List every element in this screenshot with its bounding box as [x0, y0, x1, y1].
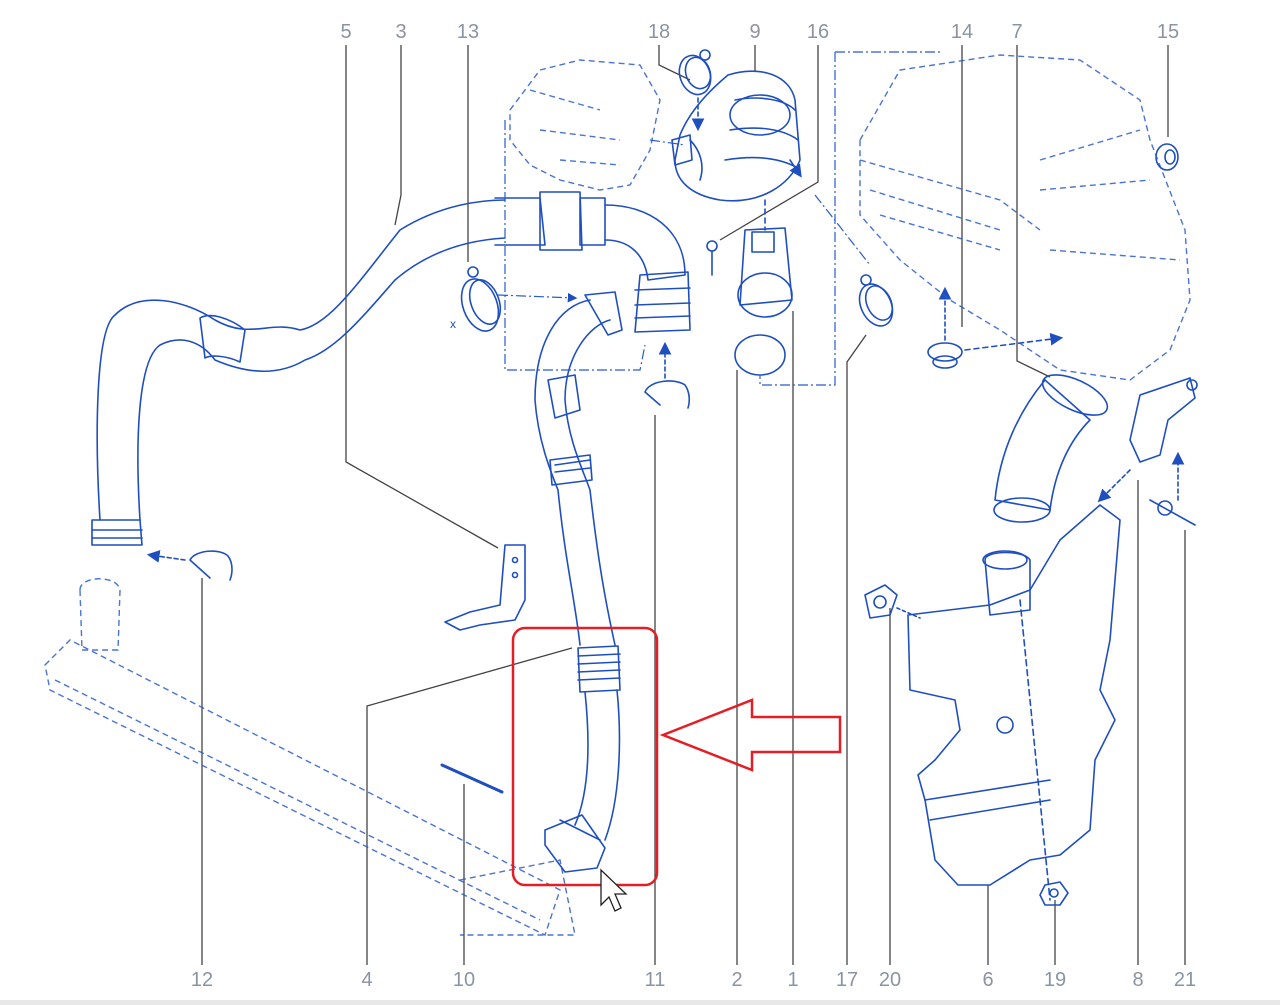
phantom-air-filter-upper — [859, 54, 1191, 381]
callout-label-20[interactable]: 20 — [878, 969, 902, 991]
highlight-box — [511, 626, 659, 887]
callout-label-17[interactable]: 17 — [835, 969, 859, 991]
part-8-bracket[interactable] — [1097, 377, 1198, 503]
part-7-inlet-duct[interactable] — [993, 367, 1113, 523]
callout-label-1[interactable]: 1 — [787, 969, 799, 991]
callout-label-16[interactable]: 16 — [806, 21, 830, 43]
connection-lines — [497, 51, 940, 386]
part-9-bellows-hose[interactable] — [671, 70, 802, 202]
part-5-bracket[interactable] — [444, 544, 526, 631]
part-10-wire[interactable] — [440, 763, 504, 794]
callout-label-21[interactable]: 21 — [1173, 969, 1197, 991]
part-15-rubber-mount[interactable] — [1155, 143, 1179, 171]
callout-label-19[interactable]: 19 — [1043, 969, 1067, 991]
callout-label-14[interactable]: 14 — [950, 21, 974, 43]
callout-label-4[interactable]: 4 — [361, 969, 373, 991]
part-14-grommet[interactable] — [927, 286, 1064, 369]
callout-label-13[interactable]: 13 — [456, 21, 480, 43]
callout-label-18[interactable]: 18 — [647, 21, 671, 43]
part-18-clamp[interactable] — [674, 49, 716, 132]
callout-label-12[interactable]: 12 — [190, 969, 214, 991]
callout-label-9[interactable]: 9 — [749, 21, 761, 43]
phantom-turbo — [509, 59, 661, 191]
callout-label-5[interactable]: 5 — [340, 21, 352, 43]
leader-lines — [201, 45, 1186, 965]
part-19-nut[interactable] — [1039, 881, 1069, 906]
part-2-seal[interactable] — [734, 334, 786, 376]
phantom-intercooler — [44, 578, 576, 936]
callout-label-11[interactable]: 11 — [644, 969, 666, 991]
svg-text:x: x — [450, 317, 456, 331]
callout-label-15[interactable]: 15 — [1156, 21, 1180, 43]
callout-label-10[interactable]: 10 — [452, 969, 476, 991]
part-1-airflow-meter[interactable] — [737, 199, 793, 318]
part-21-push-pin[interactable] — [1149, 451, 1196, 526]
mouse-cursor-icon — [600, 868, 628, 912]
part-12-clip[interactable] — [146, 550, 233, 581]
part-4-lower-hose[interactable] — [544, 645, 621, 873]
part-17-clamp[interactable] — [853, 274, 899, 331]
part-16-bolt[interactable] — [706, 240, 718, 276]
callout-label-7[interactable]: 7 — [1011, 21, 1023, 43]
part-3-upper-hose[interactable] — [91, 191, 691, 546]
part-6-filter-housing[interactable] — [907, 504, 1121, 901]
part-20-sensor[interactable] — [864, 584, 921, 619]
highlight-annotation — [511, 626, 842, 887]
callout-label-3[interactable]: 3 — [395, 21, 407, 43]
part-middle-hose[interactable] — [534, 291, 623, 646]
part-13-clamp[interactable]: x — [450, 266, 506, 336]
callout-label-2[interactable]: 2 — [731, 969, 743, 991]
highlight-arrow-icon — [659, 698, 842, 772]
bottom-scroll-edge — [0, 1000, 1280, 1005]
part-11-clip[interactable] — [644, 341, 691, 409]
callout-label-8[interactable]: 8 — [1132, 969, 1144, 991]
callout-label-6[interactable]: 6 — [982, 969, 994, 991]
